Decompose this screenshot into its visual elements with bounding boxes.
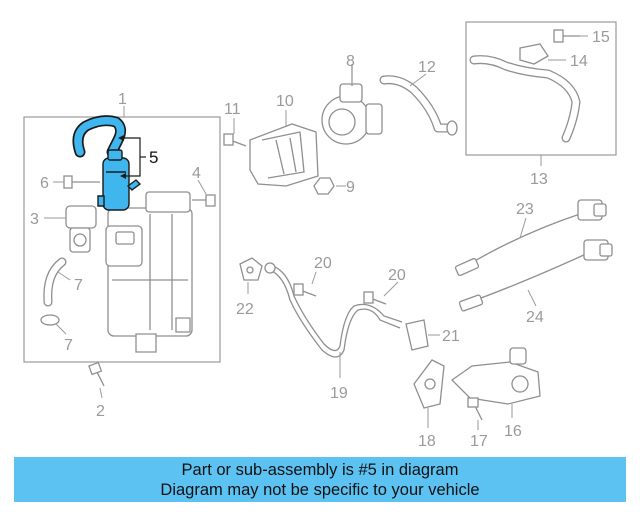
callout-23: 23 <box>516 201 534 218</box>
purge-valve <box>65 205 97 253</box>
bolt-11 <box>223 133 247 147</box>
callout-21: 21 <box>442 328 460 345</box>
callout-7-clamp: 7 <box>64 337 73 354</box>
banner-line-2: Diagram may not be specific to your vehi… <box>160 480 480 499</box>
hose-clamp <box>40 314 60 326</box>
pump-8 <box>321 64 383 145</box>
callout-8: 8 <box>346 53 355 70</box>
tube-19 <box>264 262 403 358</box>
callout-4: 4 <box>192 165 201 182</box>
callout-6: 6 <box>40 175 49 192</box>
group-box-1 <box>23 116 221 363</box>
callout-11: 11 <box>224 101 241 118</box>
valve-16 <box>450 347 541 405</box>
callout-5-bracket <box>118 135 146 179</box>
leader-lines <box>44 35 588 430</box>
connector-14 <box>519 43 549 65</box>
bolt-20-left <box>293 283 317 297</box>
callout-labels: 1 2 3 4 5 6 7 7 8 9 10 11 12 13 14 15 16… <box>30 29 610 450</box>
callout-1: 1 <box>118 91 127 108</box>
bracket-21 <box>405 319 429 351</box>
callout-10: 10 <box>276 93 294 110</box>
callout-15: 15 <box>592 29 610 46</box>
callout-20-left: 20 <box>314 255 332 272</box>
info-banner: Part or sub-assembly is #5 in diagram Di… <box>14 457 626 502</box>
bolt-9 <box>313 177 335 195</box>
callout-22: 22 <box>236 301 254 318</box>
bolt-4 <box>192 194 216 207</box>
callout-17: 17 <box>470 433 488 450</box>
bolt-2 <box>88 361 105 387</box>
bolt-15 <box>553 29 580 43</box>
hose-13 <box>469 55 581 143</box>
callout-5: 5 <box>149 148 158 167</box>
callout-20-right: 20 <box>388 267 406 284</box>
gasket-18 <box>413 359 445 409</box>
canister-hose <box>43 257 67 307</box>
callout-16: 16 <box>504 423 522 440</box>
callout-2: 2 <box>96 403 105 420</box>
sensor-23 <box>454 199 607 277</box>
bracket-10 <box>249 123 319 187</box>
callout-3: 3 <box>30 211 39 228</box>
callout-18: 18 <box>418 433 436 450</box>
callout-19: 19 <box>330 385 348 402</box>
sensor-24 <box>458 239 613 312</box>
evap-canister <box>105 191 193 353</box>
part-5-highlighted <box>72 115 142 211</box>
bolt-20-right <box>363 291 387 305</box>
callout-9: 9 <box>346 179 355 196</box>
bolt-17 <box>467 397 483 421</box>
bolt-6 <box>63 175 100 189</box>
banner-line-1: Part or sub-assembly is #5 in diagram <box>181 460 459 479</box>
callout-12: 12 <box>418 59 436 76</box>
callout-24: 24 <box>526 309 544 326</box>
hose-12 <box>379 75 458 136</box>
callout-14: 14 <box>570 53 588 70</box>
callout-7-hose: 7 <box>74 277 83 294</box>
parts-diagram: 1 2 3 4 5 6 7 7 8 9 10 11 12 13 14 15 16… <box>23 21 617 450</box>
bracket-22 <box>239 257 263 281</box>
callout-13: 13 <box>530 171 548 188</box>
